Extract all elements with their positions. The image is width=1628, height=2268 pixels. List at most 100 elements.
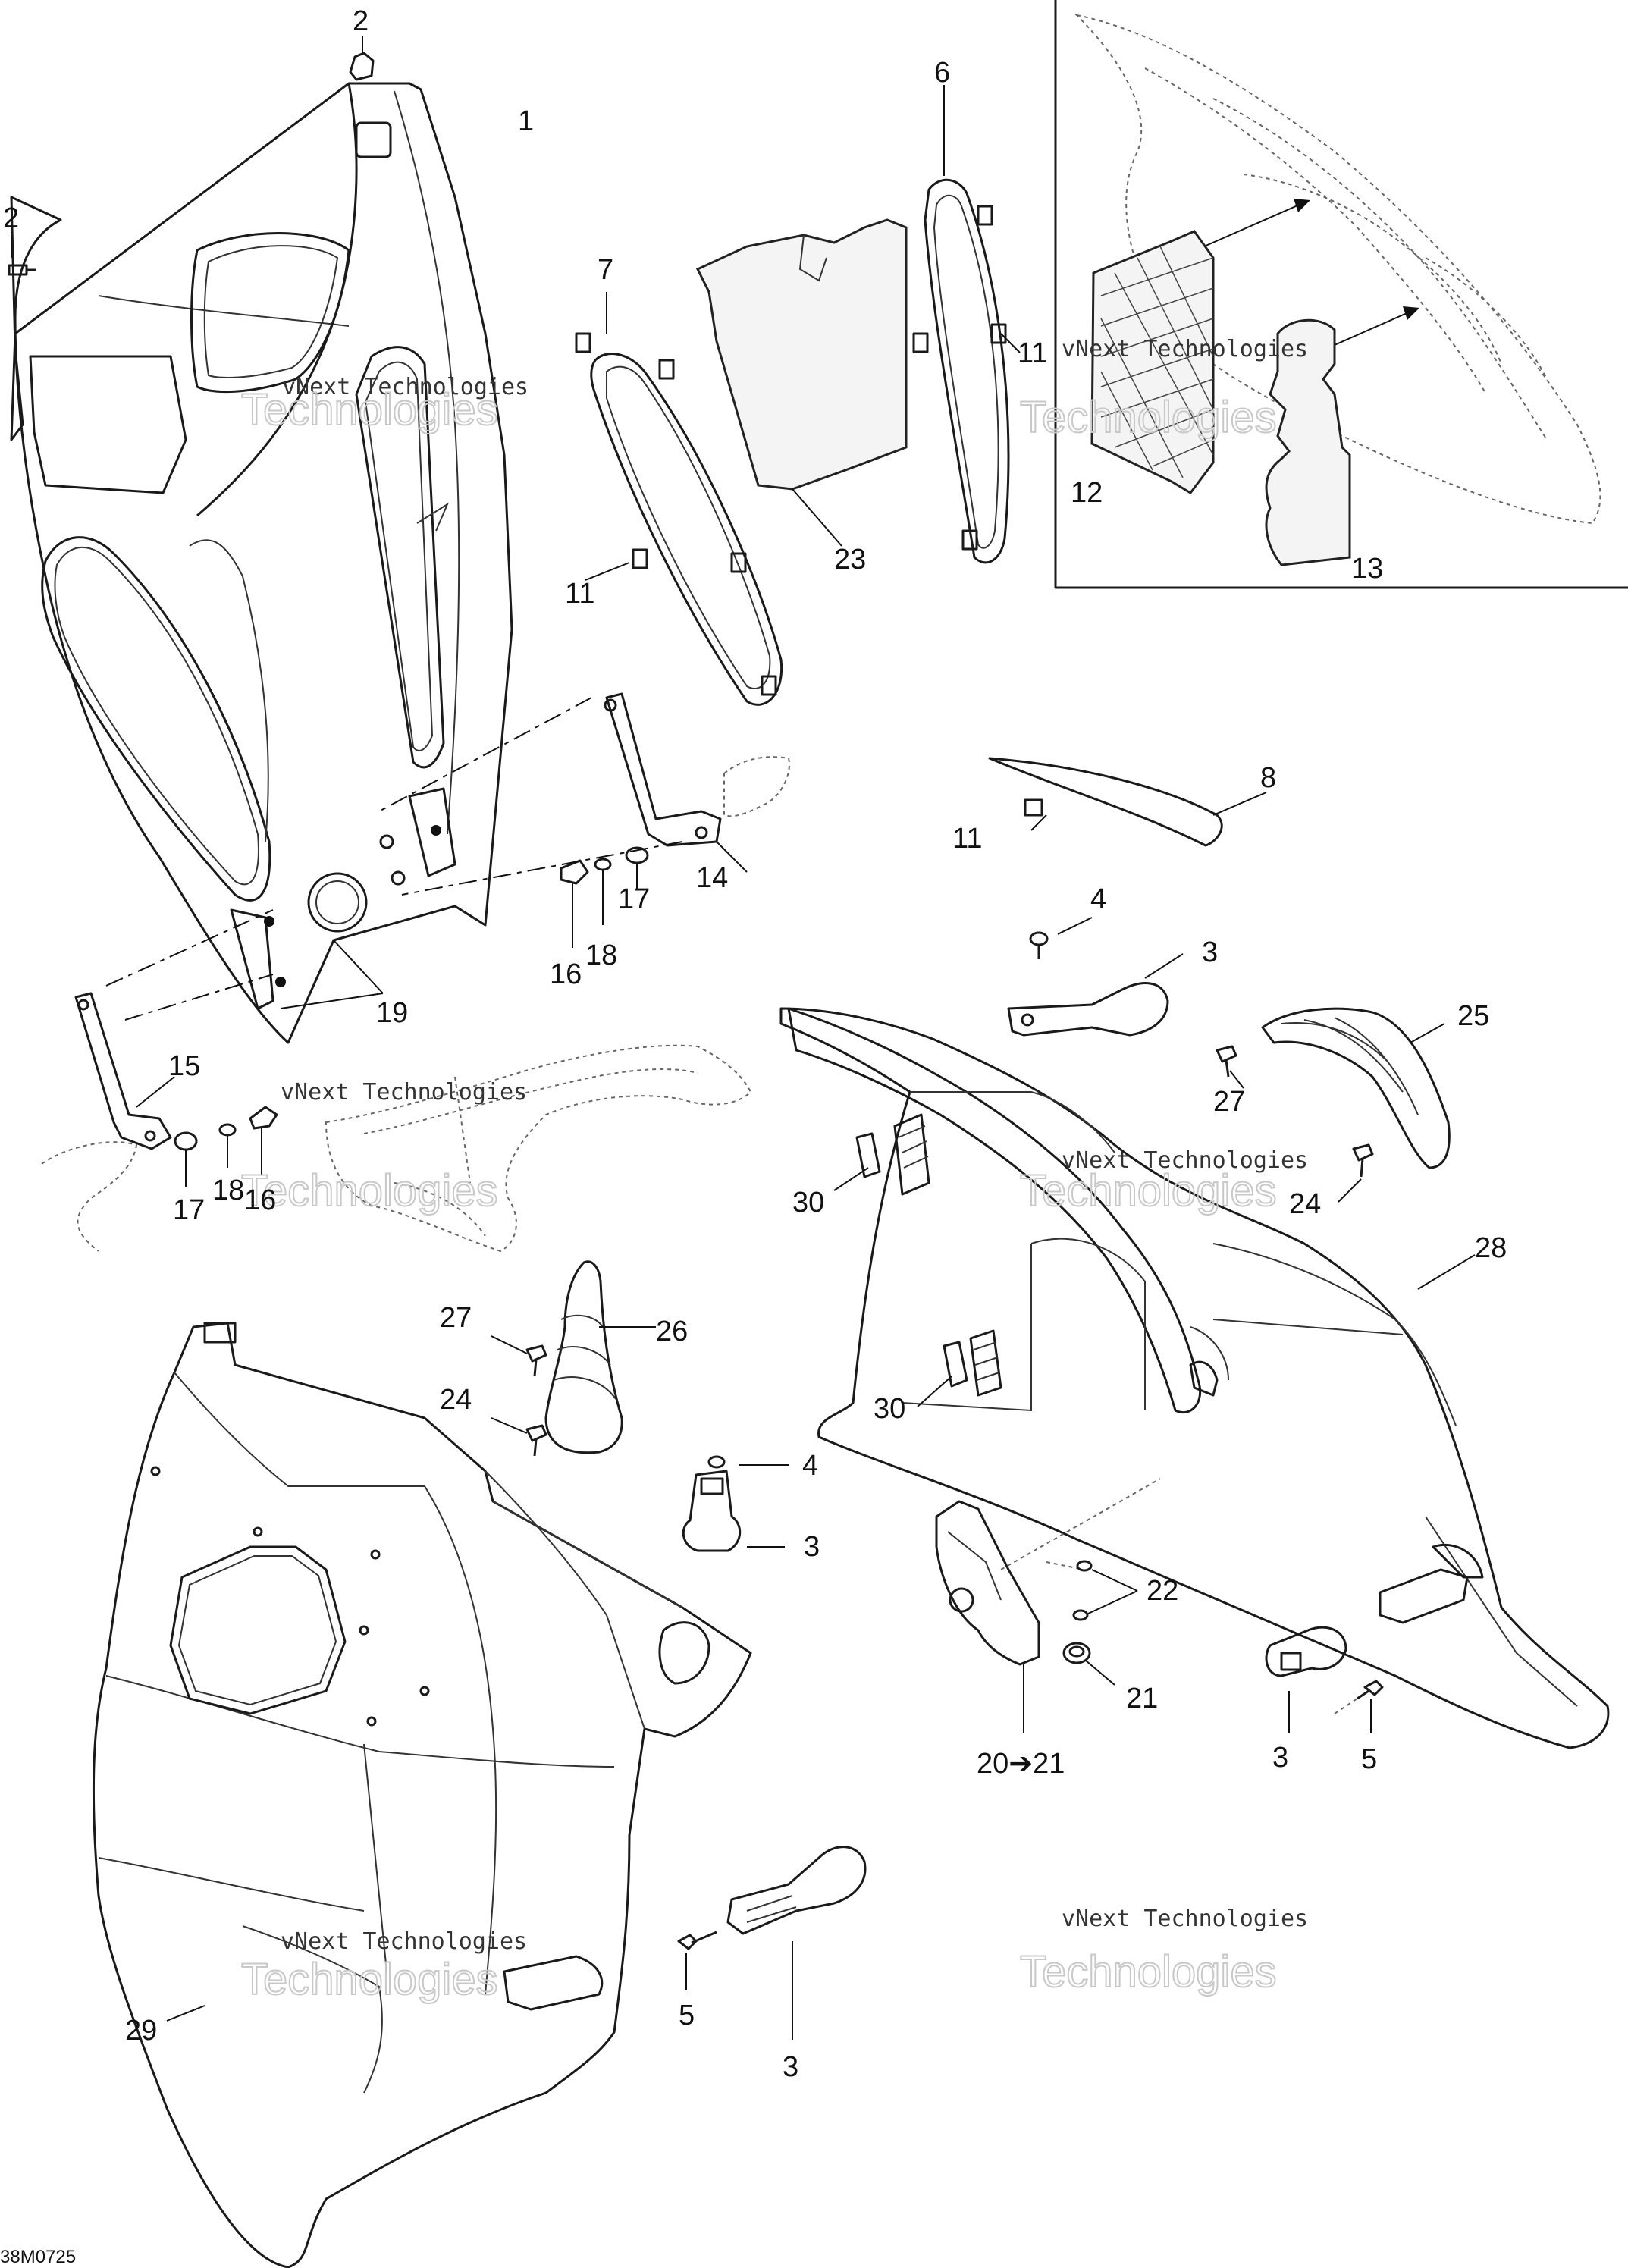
callout-3: 3 [1272, 1742, 1288, 1774]
watermark-text: Technologies [241, 1955, 498, 2004]
diagram-code: 38M0725 [0, 2247, 76, 2267]
screw-5 [677, 1931, 717, 1990]
bumper-3 [682, 1470, 785, 1552]
leader-11 [585, 562, 630, 581]
frame-outline [325, 1044, 752, 1253]
callout-28: 28 [1475, 1232, 1507, 1264]
callout-21: 21 [1126, 1683, 1158, 1714]
callout-30: 30 [792, 1187, 824, 1219]
vent-grill-6 [912, 85, 1010, 564]
callout-17: 17 [173, 1194, 205, 1226]
watermark-text: Technologies [1020, 1166, 1277, 1216]
watermark-text: Technologies [1020, 1947, 1277, 1997]
foam-block-13 [1265, 318, 1351, 566]
strip-30b [917, 1329, 1002, 1407]
hood-side-panel-1 [10, 82, 513, 1044]
leader-11c [1030, 814, 1047, 831]
callout-27: 27 [440, 1302, 472, 1334]
bracket-14 [604, 692, 790, 873]
callout-2: 2 [3, 202, 19, 234]
foam-grid [1100, 246, 1214, 478]
side-trim-25 [1216, 1007, 1451, 1203]
side-panel-29 [92, 1322, 752, 2268]
callout-11: 11 [1018, 337, 1047, 369]
vent-grill-7 [575, 292, 783, 706]
foam-pad-23 [695, 218, 908, 547]
callout-12: 12 [1071, 477, 1103, 509]
bumper-3b [1265, 1626, 1347, 1733]
callout-29: 29 [125, 2015, 157, 2047]
callout-3: 3 [783, 2051, 798, 2083]
callout-13: 13 [1351, 553, 1383, 585]
watermark-text: vNext Technologies [281, 1079, 527, 1106]
callout-4: 4 [1090, 883, 1106, 915]
arrow-icon [1403, 306, 1419, 320]
trim-strip-8 [988, 757, 1267, 847]
bracket-15 [41, 992, 175, 1252]
grommet-21 [1062, 1642, 1115, 1686]
watermark-text: Technologies [241, 1166, 498, 1216]
side-panel-28 [779, 1007, 1610, 1749]
callout-24: 24 [1289, 1188, 1321, 1220]
push-rivet-2b [8, 235, 36, 276]
callout-18: 18 [212, 1175, 244, 1206]
watermark-text: vNext Technologies [281, 1928, 527, 1955]
bracket-20 [935, 1478, 1161, 1733]
callout-3: 3 [804, 1531, 820, 1563]
foam-pad-12 [1090, 230, 1215, 494]
watermark-text: vNext Technologies [282, 374, 529, 400]
alignment-line [124, 974, 274, 1021]
leader-19b [280, 993, 384, 1009]
callout-27: 27 [1213, 1086, 1245, 1118]
side-trim-26 [491, 1260, 656, 1457]
callout-4: 4 [802, 1450, 818, 1482]
strip-30a [833, 1113, 930, 1196]
inset-panel [1054, 0, 1628, 589]
watermark-text: Technologies [241, 385, 498, 434]
callout-11: 11 [952, 823, 982, 855]
arrow-icon [1294, 199, 1310, 212]
callout-11: 11 [565, 578, 594, 610]
callout-26: 26 [656, 1316, 688, 1347]
callout-6: 6 [934, 57, 950, 89]
push-rivet-2 [349, 36, 375, 81]
watermark-text: Technologies [1020, 393, 1277, 442]
leader-19 [333, 940, 384, 994]
callout-25: 25 [1457, 1000, 1489, 1032]
alignment-line [378, 697, 592, 812]
watermark-text: vNext Technologies [1062, 1906, 1308, 1932]
callout-16: 16 [550, 958, 582, 990]
callout-30: 30 [874, 1393, 905, 1425]
screws-22 [1046, 1560, 1138, 1621]
grab-handle-3 [1007, 953, 1184, 1037]
callout-14: 14 [696, 862, 728, 894]
watermark: vNext Technologies Technologies vNext Te… [240, 336, 1308, 2005]
callout-15: 15 [168, 1050, 200, 1082]
hardware-17-18-16 [174, 1106, 278, 1187]
callout-8: 8 [1260, 762, 1276, 794]
plug-4b [707, 1455, 789, 1469]
plug-4 [1029, 917, 1093, 959]
callout-1: 1 [518, 105, 534, 137]
callout-5: 5 [1361, 1743, 1377, 1775]
callout-5: 5 [679, 2000, 695, 2031]
callout-3: 3 [1202, 936, 1218, 968]
callout-19: 19 [376, 997, 408, 1029]
callout-2: 2 [353, 5, 369, 37]
callout-23: 23 [834, 544, 866, 576]
callout-16: 16 [244, 1184, 276, 1216]
leader-11b [1000, 333, 1021, 353]
callout-17: 17 [618, 883, 650, 915]
watermark-text: vNext Technologies [1062, 1147, 1308, 1174]
grab-handle-3b [726, 1846, 867, 2040]
watermark-text: vNext Technologies [1062, 336, 1308, 362]
callout-22: 22 [1147, 1575, 1178, 1607]
callout-labels: 2 2 1 7 6 11 11 23 12 13 8 11 14 17 18 1… [0, 5, 1507, 2267]
screw-5b [1334, 1680, 1384, 1733]
callout-20-21: 20➔21 [977, 1748, 1065, 1780]
alignment-line [105, 909, 274, 987]
callout-18: 18 [585, 940, 617, 971]
callout-24: 24 [440, 1384, 472, 1416]
callout-7: 7 [598, 254, 613, 286]
